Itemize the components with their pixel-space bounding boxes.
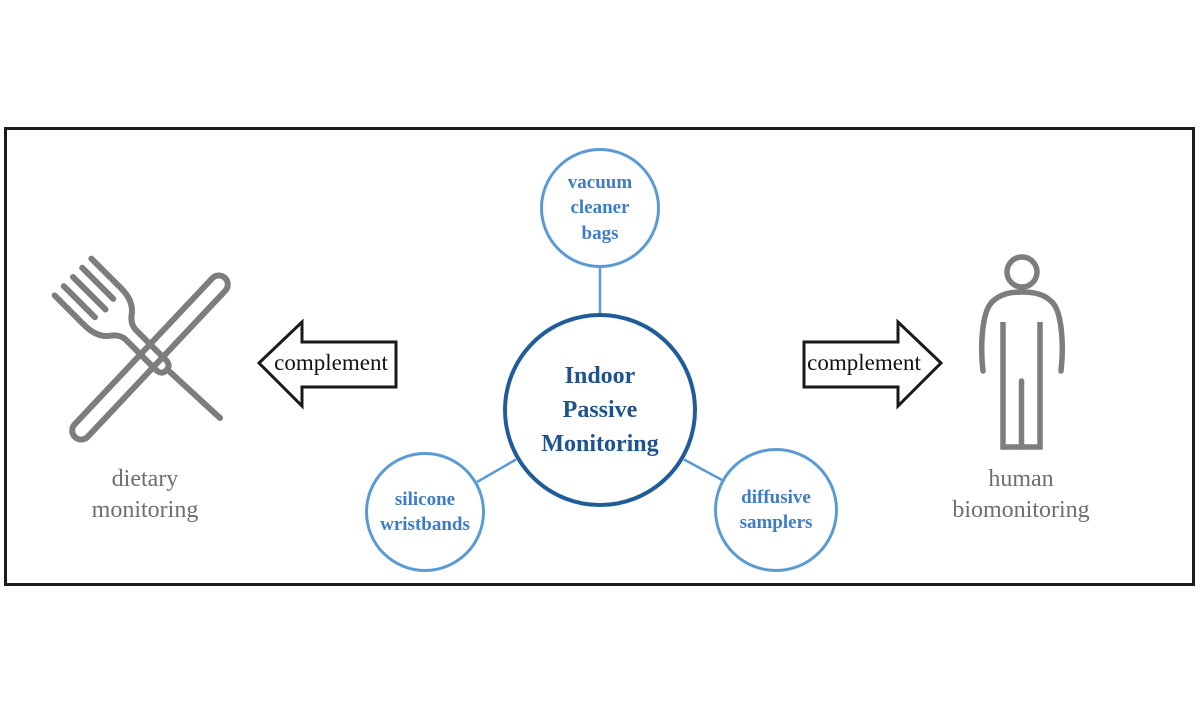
- human-biomonitoring-caption: human biomonitoring: [952, 466, 1090, 523]
- node-vacuum-cleaner-bags-label: vacuum cleaner bags: [567, 172, 633, 244]
- node-diffusive-samplers-label: diffusive samplers: [739, 486, 813, 533]
- right-arrow-label: complement: [807, 350, 921, 375]
- fork-knife-svg: [51, 255, 231, 443]
- left-arrow-label: complement: [274, 350, 388, 375]
- person-svg: [979, 254, 1065, 450]
- fork-knife-icon: [50, 250, 250, 450]
- knife-shape: [69, 272, 231, 443]
- node-silicone-wristbands-label: silicone wristbands: [380, 488, 470, 535]
- dietary-monitoring-caption: dietary monitoring: [91, 466, 199, 523]
- node-indoor-passive-monitoring-label: Indoor Passive Monitoring: [541, 362, 659, 458]
- node-silicone-wristbands: silicone wristbands: [365, 452, 485, 572]
- node-diffusive-samplers: diffusive samplers: [714, 448, 838, 572]
- person-head: [1004, 254, 1040, 290]
- person-shoulders-arms: [979, 289, 1065, 374]
- fork-shape: [51, 255, 172, 376]
- node-vacuum-cleaner-bags: vacuum cleaner bags: [540, 148, 660, 268]
- person-icon: [970, 250, 1075, 455]
- node-indoor-passive-monitoring: Indoor Passive Monitoring: [503, 313, 697, 507]
